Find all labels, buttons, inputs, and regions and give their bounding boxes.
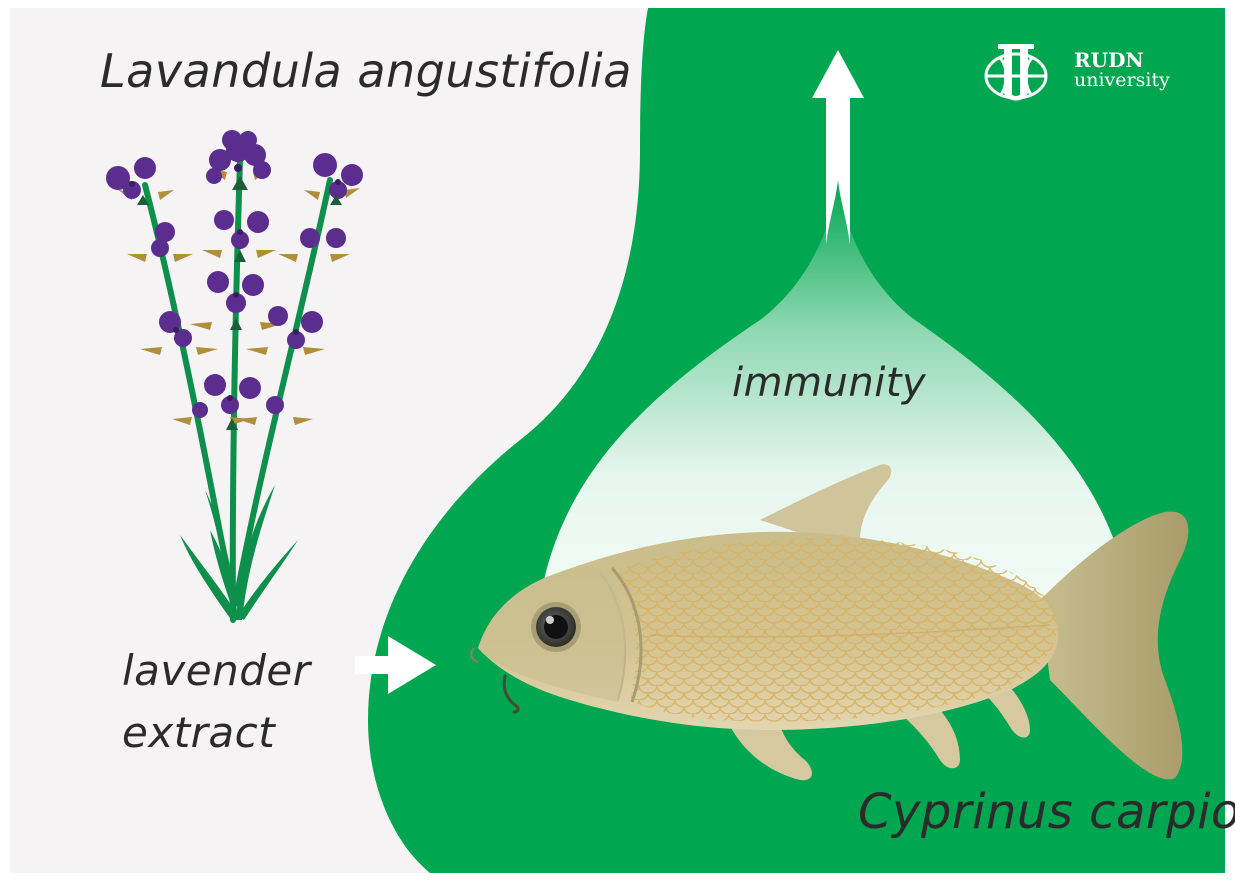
logo-line1: RUDN [1074, 50, 1170, 70]
rudn-logo-icon [982, 40, 1068, 110]
logo-line2: university [1074, 70, 1170, 90]
extract-label-line1: lavender [122, 640, 311, 702]
lavender-extract-label: lavender extract [122, 640, 311, 764]
extract-label-line2: extract [122, 702, 311, 764]
carp-eye-icon [531, 602, 581, 652]
rudn-logo-text: RUDN university [1074, 50, 1170, 90]
fish-species-label: Cyprinus carpio [858, 784, 1235, 840]
rudn-logo: RUDN university [982, 40, 1212, 110]
immunity-label: immunity [732, 360, 926, 406]
plant-species-label: Lavandula angustifolia [100, 44, 632, 98]
